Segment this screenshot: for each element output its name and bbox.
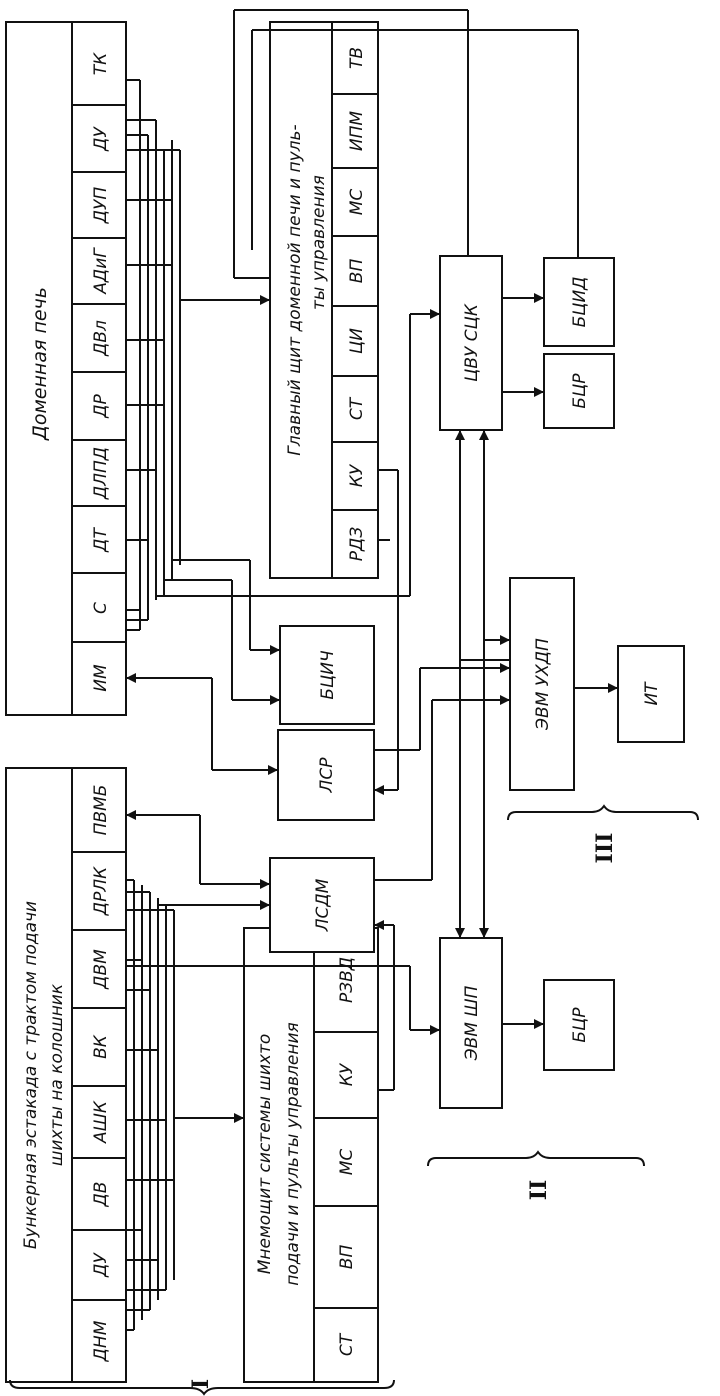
main-panel-cell-tv: ТВ [347, 47, 367, 69]
svg-text:ЛСР: ЛСР [317, 757, 337, 794]
furnace-cell-du: ДУ [91, 126, 111, 152]
svg-text:БЦИЧ: БЦИЧ [318, 650, 338, 700]
main-panel-title-line1: Главный щит доменной печи и пуль- [285, 124, 305, 455]
mnemo-title-line2: подачи и пульты управления [283, 1022, 303, 1286]
main-panel-cell-st: СТ [347, 396, 367, 420]
svg-text:ЦВУ СЦК: ЦВУ СЦК [462, 303, 482, 382]
main-panel-title-line2: ты управления [309, 175, 329, 310]
main-panel-cell-ku: КУ [347, 463, 367, 487]
block-bcid: БЦИД [543, 257, 615, 347]
bunker-cell-dnm: ДНМ [91, 1320, 111, 1362]
main-panel-cell-ms: МС [347, 189, 367, 216]
bunker-cell-du: ДУ [91, 1252, 111, 1278]
svg-text:БЦР: БЦР [570, 1007, 590, 1043]
bunker-title-line2: шихты на колошник [47, 983, 67, 1166]
mnemo-panel-block: Мнемощит системы шихто подачи и пульты у… [243, 927, 379, 1383]
mnemo-cell-ms: МС [337, 1149, 357, 1176]
main-panel-frame [269, 21, 379, 579]
furnace-block: Доменная печь ИМ С ДТ ДЛПД ДР ДВл АДиГ Д… [5, 21, 127, 716]
main-panel-cell-vp: ВП [347, 259, 367, 284]
bunker-cell-vk: ВК [91, 1034, 111, 1059]
brace-three [507, 804, 699, 821]
mnemo-panel-frame [243, 927, 379, 1383]
main-panel-cell-rdz: РДЗ [347, 527, 367, 562]
bunker-cell-dvm: ДВМ [91, 949, 111, 990]
block-bcr-low: БЦР [543, 979, 615, 1071]
group-label-ii: II [526, 1180, 552, 1201]
svg-text:ЭВМ УХДП: ЭВМ УХДП [533, 638, 553, 731]
furnace-cell-dt: ДТ [91, 527, 111, 553]
bunker-title-line1: Бункерная эстакада с трактом подачи [21, 901, 41, 1249]
mnemo-cell-st: СТ [337, 1332, 357, 1356]
furnace-cell-adig: АДиГ [91, 247, 111, 295]
block-bcr-top: БЦР [543, 353, 615, 429]
brace-one [9, 1379, 395, 1396]
bunker-cell-pvmb: ПВМБ [91, 785, 111, 836]
mnemo-title-line1: Мнемощит системы шихто [255, 1034, 275, 1275]
connection-lines [126, 9, 618, 1331]
bunker-cell-ashk: АШК [91, 1100, 111, 1144]
furnace-cell-tk: ТК [91, 52, 111, 75]
main-panel-cell-ipm: ИПМ [347, 111, 367, 152]
furnace-title: Доменная печь [29, 287, 51, 441]
bunker-cell-dv: ДВ [91, 1182, 111, 1208]
furnace-cell-dlpd: ДЛПД [91, 447, 111, 500]
svg-text:БЦР: БЦР [570, 373, 590, 409]
block-lsdm: ЛСДМ [269, 857, 375, 953]
block-lsr: ЛСР [277, 729, 375, 821]
group-label-iii: III [592, 833, 618, 864]
block-bcich: БЦИЧ [279, 625, 375, 725]
brace-two [427, 1150, 645, 1167]
furnace-cell-dr: ДР [91, 393, 111, 418]
mnemo-cell-vp: ВП [337, 1245, 357, 1270]
main-panel-cell-ci: ЦИ [347, 328, 367, 354]
bunker-frame [5, 767, 127, 1383]
bunker-block: Бункерная эстакада с трактом подачи шихт… [5, 767, 127, 1383]
block-evm-shp: ЭВМ ШП [439, 937, 503, 1109]
svg-text:ЭВМ ШП: ЭВМ ШП [462, 986, 482, 1062]
furnace-frame [5, 21, 127, 716]
furnace-cell-im: ИМ [91, 664, 111, 692]
furnace-cell-dvl: ДВл [91, 320, 111, 357]
furnace-cell-s: С [91, 602, 111, 614]
svg-text:ИТ: ИТ [642, 681, 662, 706]
mnemo-cell-ku: КУ [337, 1062, 357, 1086]
svg-text:ЛСДМ: ЛСДМ [313, 878, 333, 932]
mnemo-cell-rzvd: РЗВД [337, 957, 357, 1003]
block-evm-uhdp: ЭВМ УХДП [509, 577, 575, 791]
group-label-i: I [188, 1379, 214, 1389]
furnace-cell-dup: ДУП [91, 187, 111, 225]
block-cvu-sck: ЦВУ СЦК [439, 255, 503, 431]
block-it: ИТ [617, 645, 685, 743]
main-panel-block: Главный щит доменной печи и пуль- ты упр… [269, 21, 379, 579]
svg-text:БЦИД: БЦИД [570, 277, 590, 328]
bunker-cell-drlk: ДРЛК [91, 866, 111, 916]
